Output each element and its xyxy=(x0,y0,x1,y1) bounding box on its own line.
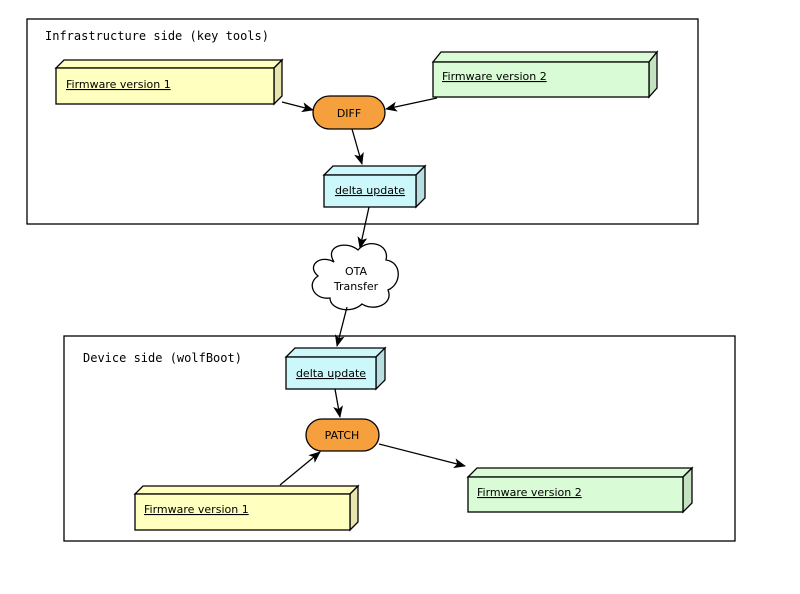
device-firmware-v1-label: Firmware version 1 xyxy=(144,503,249,516)
ota-transfer-line2: Transfer xyxy=(333,280,379,293)
device-container xyxy=(63,335,736,542)
device-title: Device side (wolfBoot) xyxy=(83,351,242,365)
patch-node: PATCH xyxy=(305,418,380,452)
device-delta-update-label: delta update xyxy=(296,367,366,380)
arrow-diff-to-delta xyxy=(351,128,364,165)
arrow-patch-to-device-fw2 xyxy=(378,443,466,469)
arrow-device-delta-to-patch xyxy=(333,388,343,418)
infra-firmware-v1-label: Firmware version 1 xyxy=(66,78,171,91)
ota-transfer-line1: OTA xyxy=(345,265,368,278)
device-firmware-v1-box: Firmware version 1 xyxy=(133,484,360,532)
diff-node: DIFF xyxy=(312,95,386,130)
infra-delta-update-box: delta update xyxy=(322,164,427,209)
device-delta-update-box: delta update xyxy=(284,346,387,391)
infra-firmware-v1-box: Firmware version 1 xyxy=(54,58,284,106)
ota-transfer-cloud: OTA Transfer xyxy=(311,243,399,311)
patch-label: PATCH xyxy=(325,429,360,442)
infrastructure-title: Infrastructure side (key tools) xyxy=(45,29,269,43)
device-firmware-v2-label: Firmware version 2 xyxy=(477,486,582,499)
infra-firmware-v2-box: Firmware version 2 xyxy=(431,50,659,99)
infrastructure-container xyxy=(26,18,699,225)
arrow-ota-to-device-delta xyxy=(334,306,348,347)
diff-label: DIFF xyxy=(337,107,361,120)
arrow-device-fw1-to-patch xyxy=(279,451,321,486)
arrow-fw1-to-diff xyxy=(281,101,314,113)
infra-delta-update-label: delta update xyxy=(335,184,405,197)
arrow-fw2-to-diff xyxy=(385,97,438,112)
arrow-delta-to-ota xyxy=(357,206,370,249)
device-firmware-v2-box: Firmware version 2 xyxy=(466,466,694,514)
infra-firmware-v2-label: Firmware version 2 xyxy=(442,70,547,83)
